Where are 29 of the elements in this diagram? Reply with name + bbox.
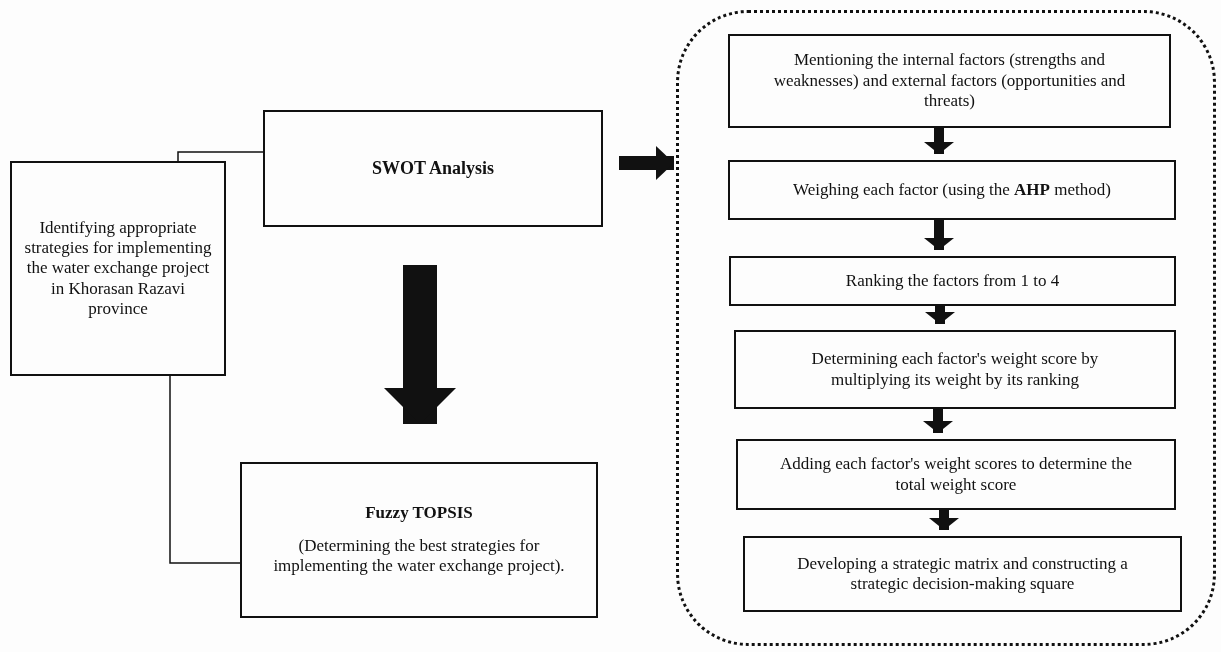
box-text: Adding each factor's weight scores to determine the total weight score (779, 454, 1133, 495)
block-arrow (384, 265, 456, 424)
process-box (240, 462, 598, 618)
box-text: Developing a strategic matrix and constructing a strategic decision-making square (796, 553, 1129, 595)
box-text: Mentioning the internal factors (strengths and weaknesses) and external factors (opportunities and threats) (772, 50, 1127, 112)
block-arrow (924, 220, 954, 250)
connector-line (177, 151, 264, 162)
block-arrow (923, 409, 953, 433)
box-text: Weighing each factor (using the AHP method) (793, 179, 1111, 201)
process-box (736, 439, 1176, 510)
dotted-group-frame (676, 10, 1216, 646)
block-arrow (929, 510, 959, 530)
block-arrow (925, 306, 955, 324)
process-box (10, 161, 226, 376)
block-arrow (924, 128, 954, 154)
box-heading: Fuzzy TOPSIS (365, 503, 473, 524)
box-text: Ranking the factors from 1 to 4 (845, 270, 1060, 292)
box-text: Identifying appropriate strategies for implementing the water exchange project in Khorasan Razavi province (24, 217, 212, 320)
box-text: Determining each factor's weight score by multiplying its weight by its ranking (810, 349, 1100, 390)
process-box (734, 330, 1176, 409)
block-arrow (619, 146, 674, 180)
connector-line (169, 375, 241, 564)
process-box (728, 160, 1176, 220)
process-box (743, 536, 1182, 612)
process-box (729, 256, 1176, 306)
box-text: (Determining the best strategies for implementing the water exchange project). (272, 535, 566, 577)
box-text: SWOT Analysis (371, 157, 495, 180)
process-box (728, 34, 1171, 128)
process-box (263, 110, 603, 227)
